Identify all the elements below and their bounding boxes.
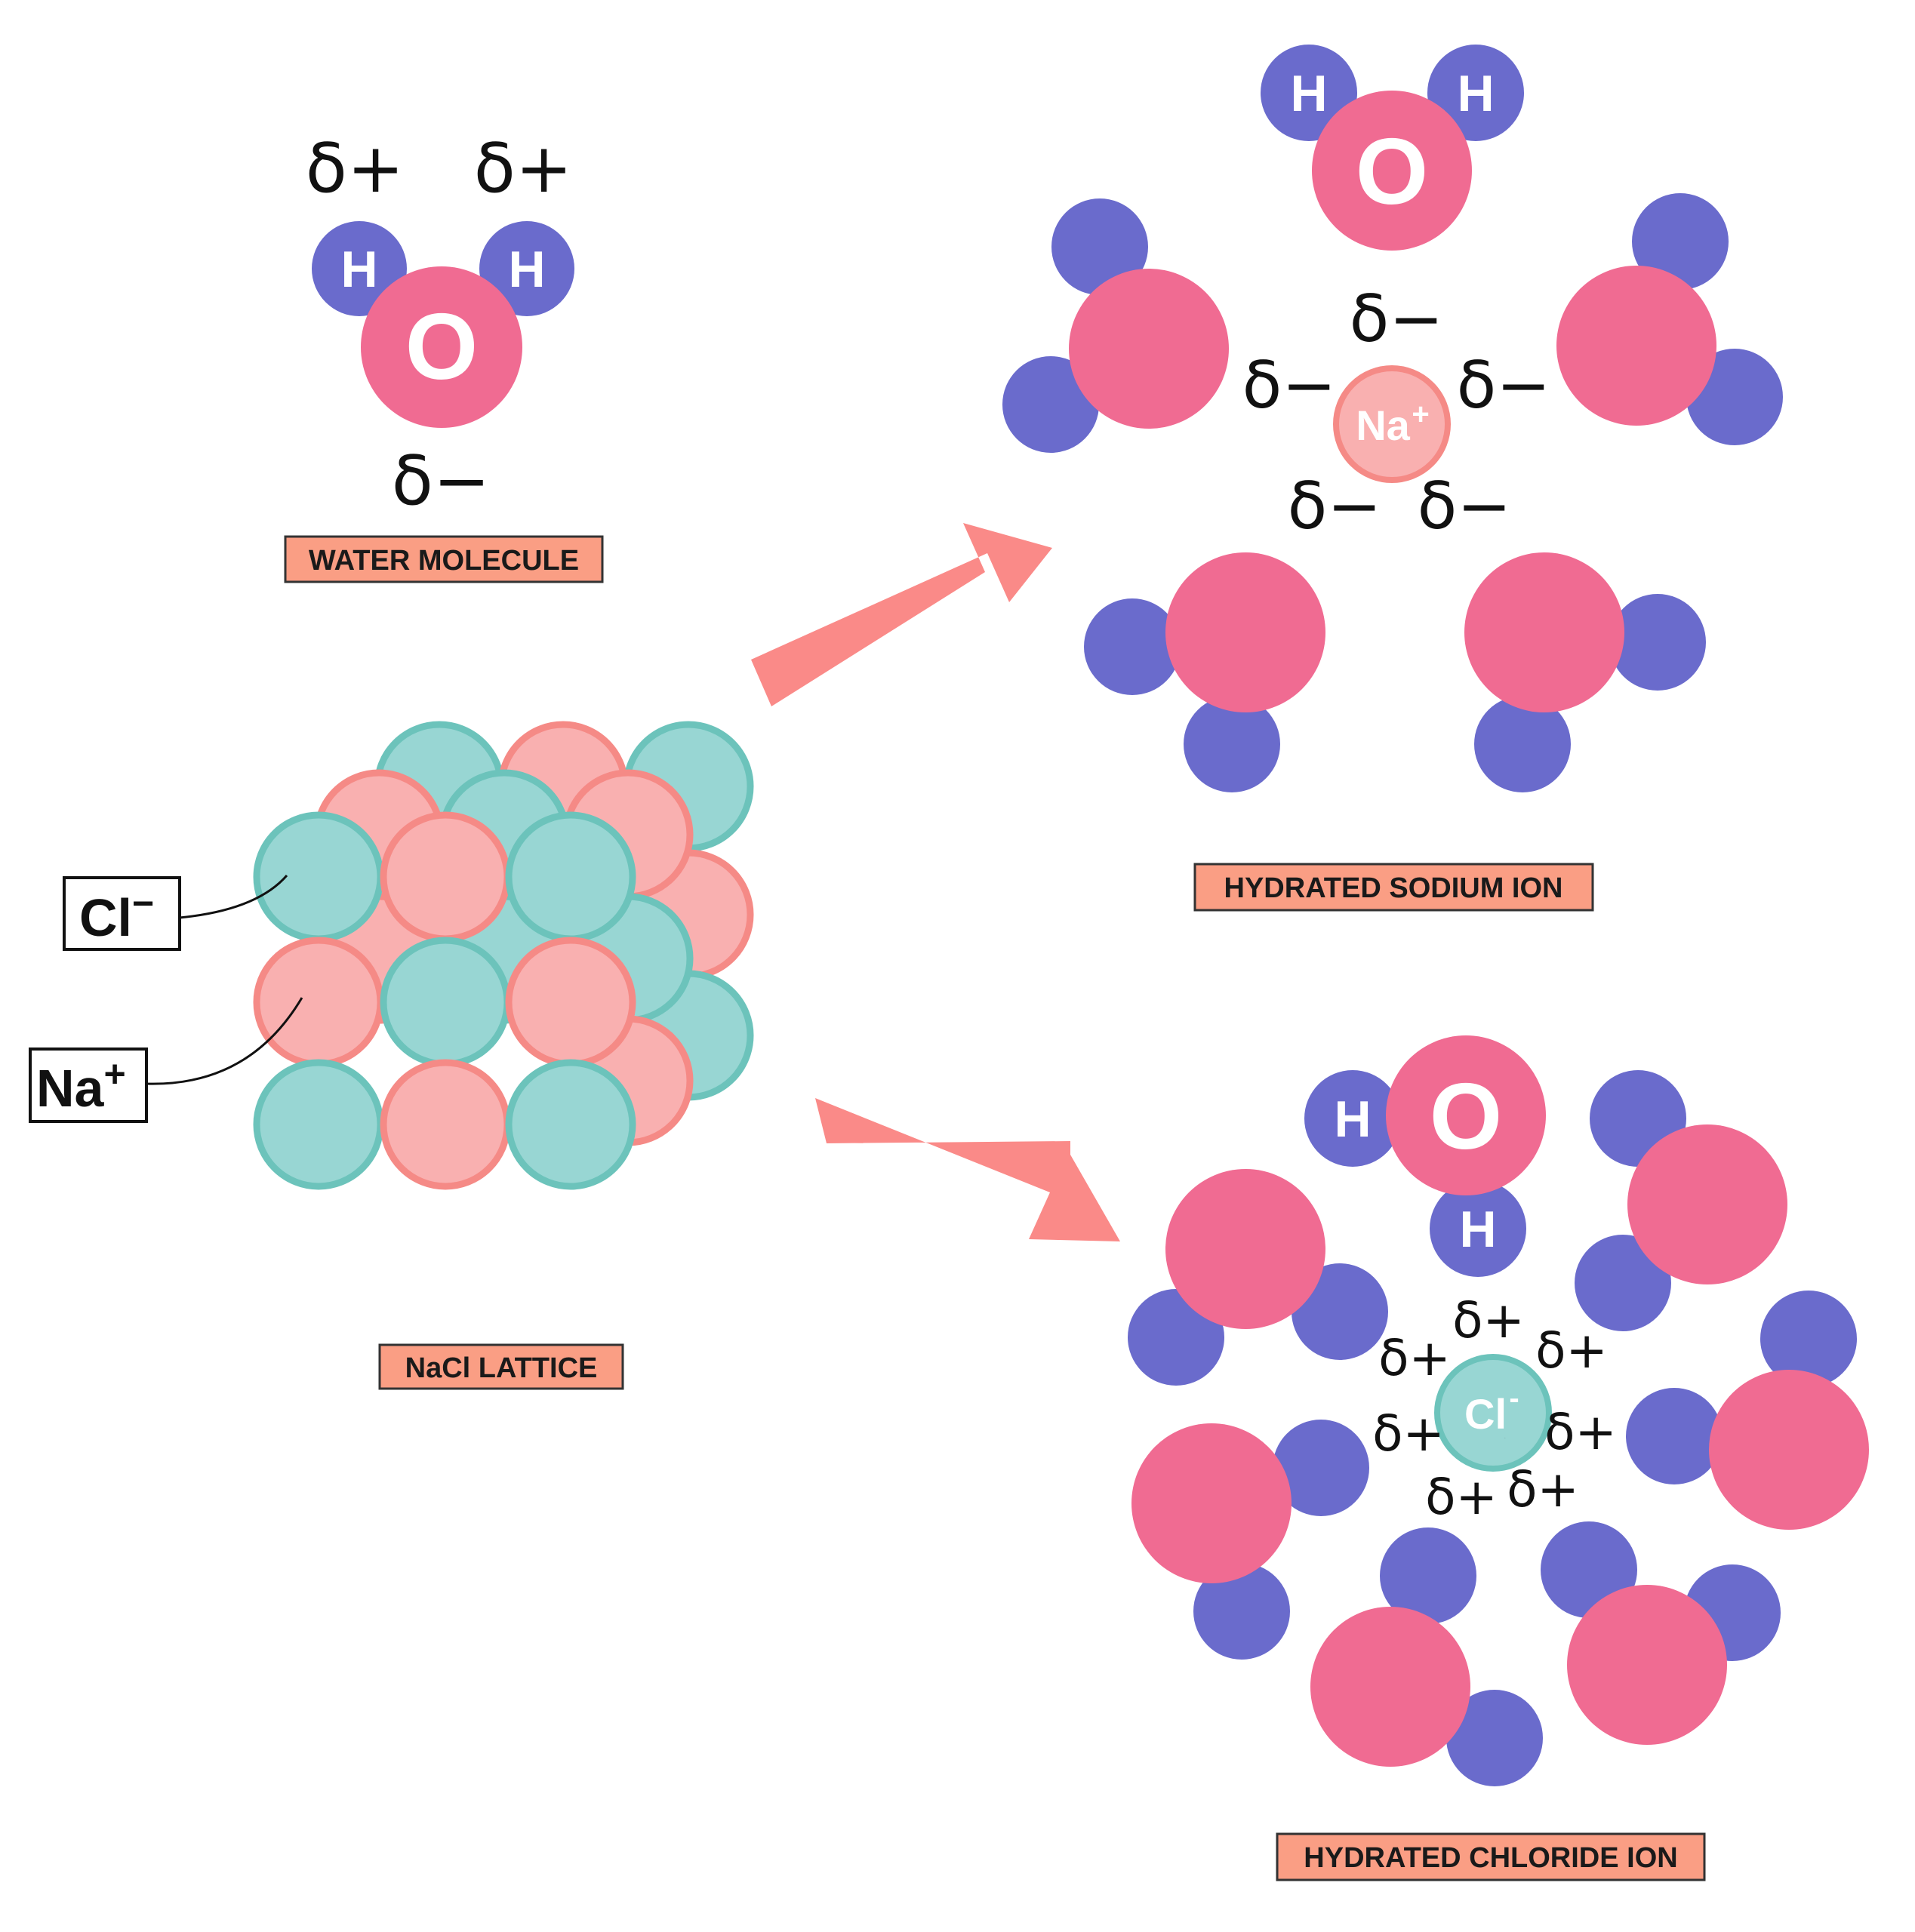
partial-charge-h-left: δ+ bbox=[306, 129, 404, 208]
chloride-ion-charge: - bbox=[1509, 1382, 1519, 1415]
oxygen-atom bbox=[1165, 1169, 1325, 1329]
callout-box-sodium bbox=[29, 1048, 148, 1123]
partial-charge-h-right: δ+ bbox=[474, 129, 572, 208]
oxygen-atom bbox=[1464, 552, 1624, 712]
partial-charge: δ+ bbox=[1378, 1329, 1451, 1387]
chloride-ion bbox=[1434, 1354, 1552, 1472]
lattice-chloride-ion bbox=[380, 937, 511, 1068]
callout-label-sodium: Na+ bbox=[36, 1053, 126, 1118]
callout-line-chloride bbox=[179, 875, 288, 919]
partial-charge: δ+ bbox=[1504, 1437, 1506, 1439]
oxygen-atom bbox=[361, 266, 522, 428]
chloride-ion-label: Cl bbox=[1464, 1390, 1507, 1438]
hydrogen-atom bbox=[1427, 45, 1524, 141]
oxygen-atom bbox=[1556, 266, 1716, 426]
caption-hydrated-chloride-ion: HYDRATED CHLORIDE ION bbox=[1304, 1842, 1677, 1874]
hydrogen-atom bbox=[1446, 1690, 1543, 1786]
hydrogen-atom bbox=[1632, 193, 1729, 290]
lattice-sodium-ion bbox=[253, 937, 384, 1068]
lattice-sodium-ion bbox=[380, 811, 511, 943]
caption-hydrated-sodium-ion: HYDRATED SODIUM ION bbox=[1224, 872, 1563, 904]
hydrated-sodium-ion: H H O Na + δ− δ− δ− δ− δ− HYDRATED SODIU… bbox=[1002, 45, 1783, 912]
hydrogen-atom bbox=[1474, 696, 1571, 792]
lattice-chloride-ion bbox=[505, 1059, 636, 1190]
hydrogen-atom bbox=[1184, 696, 1280, 792]
lattice-chloride-ion bbox=[505, 811, 636, 943]
hydrogen-atom bbox=[1575, 1235, 1671, 1331]
partial-charge: δ+ bbox=[1507, 1460, 1579, 1518]
hydrogen-atom bbox=[1626, 1388, 1723, 1484]
oxygen-atom bbox=[1627, 1124, 1787, 1284]
caption-box-hydrated-chloride bbox=[1276, 1832, 1706, 1881]
hydrogen-atom bbox=[1051, 198, 1148, 295]
sodium-ion-charge: + bbox=[1412, 398, 1429, 431]
hydrogen-atom bbox=[1273, 1420, 1369, 1516]
oxygen-atom bbox=[1131, 1423, 1292, 1583]
arrow-to-hydrated-chloride bbox=[815, 1098, 1120, 1241]
partial-charge-bottom-right: δ− bbox=[1418, 469, 1512, 544]
hydrogen-atom bbox=[1430, 1180, 1526, 1277]
oxygen-label: O bbox=[1356, 120, 1428, 224]
oxygen-atom bbox=[1386, 1035, 1546, 1195]
oxygen-atom bbox=[1567, 1585, 1727, 1745]
partial-charge-bottom-left: δ− bbox=[1288, 469, 1382, 544]
lattice-sodium-ion bbox=[380, 1059, 511, 1190]
hydrogen-atom bbox=[1002, 356, 1099, 453]
caption-box-water bbox=[284, 535, 604, 583]
oxygen-atom bbox=[1069, 269, 1229, 429]
hydrogen-atom bbox=[1193, 1563, 1290, 1660]
water-molecule: H H O δ+ δ+ δ− WATER MOLECULE bbox=[284, 129, 604, 583]
oxygen-label: O bbox=[405, 295, 478, 399]
hydrogen-label: H bbox=[1459, 1201, 1496, 1258]
caption-box-lattice bbox=[378, 1343, 624, 1390]
caption-nacl-lattice: NaCl LATTICE bbox=[405, 1352, 598, 1384]
partial-charge-o: δ− bbox=[392, 441, 490, 521]
hydrogen-atom-right bbox=[479, 221, 574, 316]
callout-charge-chloride: − bbox=[132, 882, 154, 924]
partial-charge: δ+ bbox=[1425, 1468, 1498, 1526]
oxygen-atom bbox=[1312, 91, 1472, 251]
oxygen-atom bbox=[1310, 1607, 1470, 1767]
oxygen-label: O bbox=[1430, 1065, 1502, 1169]
partial-charge: δ+ bbox=[1452, 1291, 1525, 1349]
hydrogen-atom bbox=[1304, 1070, 1401, 1167]
oxygen-atom bbox=[1165, 552, 1325, 712]
caption-water-molecule: WATER MOLECULE bbox=[309, 545, 579, 577]
arrow-to-hydrated-sodium bbox=[751, 523, 1052, 706]
sodium-ion bbox=[1333, 365, 1451, 483]
partial-charge: δ+ bbox=[1535, 1321, 1608, 1380]
hydrogen-label: H bbox=[1334, 1091, 1371, 1148]
partial-charge-top: δ− bbox=[1350, 281, 1444, 357]
hydrogen-label: H bbox=[1290, 65, 1327, 122]
callout-line-sodium bbox=[146, 997, 303, 1085]
callout-charge-sodium: + bbox=[103, 1053, 125, 1095]
lattice-chloride-ion bbox=[253, 811, 384, 943]
hydrogen-atom bbox=[1084, 598, 1181, 695]
caption-box-hydrated-sodium bbox=[1193, 863, 1594, 912]
partial-charge-right: δ− bbox=[1457, 348, 1551, 423]
callout-box-chloride bbox=[63, 876, 181, 951]
partial-charge: δ+ bbox=[1544, 1403, 1617, 1461]
hydrogen-atom bbox=[1609, 594, 1706, 691]
hydrogen-label-right: H bbox=[508, 241, 545, 298]
hydrogen-label-left: H bbox=[340, 241, 377, 298]
hydrogen-label: H bbox=[1457, 65, 1494, 122]
sodium-ion-label: Na bbox=[1356, 401, 1410, 449]
partial-charge-left: δ− bbox=[1242, 348, 1337, 423]
partial-charge: δ+ bbox=[1372, 1404, 1445, 1463]
hydrated-chloride-ion: H H O Cl - δ+ δ+ δ+ δ+ δ+ δ bbox=[1128, 1035, 1869, 1881]
oxygen-atom bbox=[1709, 1370, 1869, 1530]
hydrogen-atom bbox=[1292, 1263, 1388, 1360]
lattice-sodium-ion bbox=[505, 937, 636, 1068]
nacl-lattice: Cl− Na+ NaCl LATTICE bbox=[29, 721, 754, 1390]
hydrogen-atom bbox=[1760, 1291, 1857, 1387]
lattice-chloride-ion bbox=[253, 1059, 384, 1190]
callout-label-chloride: Cl− bbox=[79, 882, 154, 947]
hydrogen-atom bbox=[1380, 1527, 1476, 1624]
